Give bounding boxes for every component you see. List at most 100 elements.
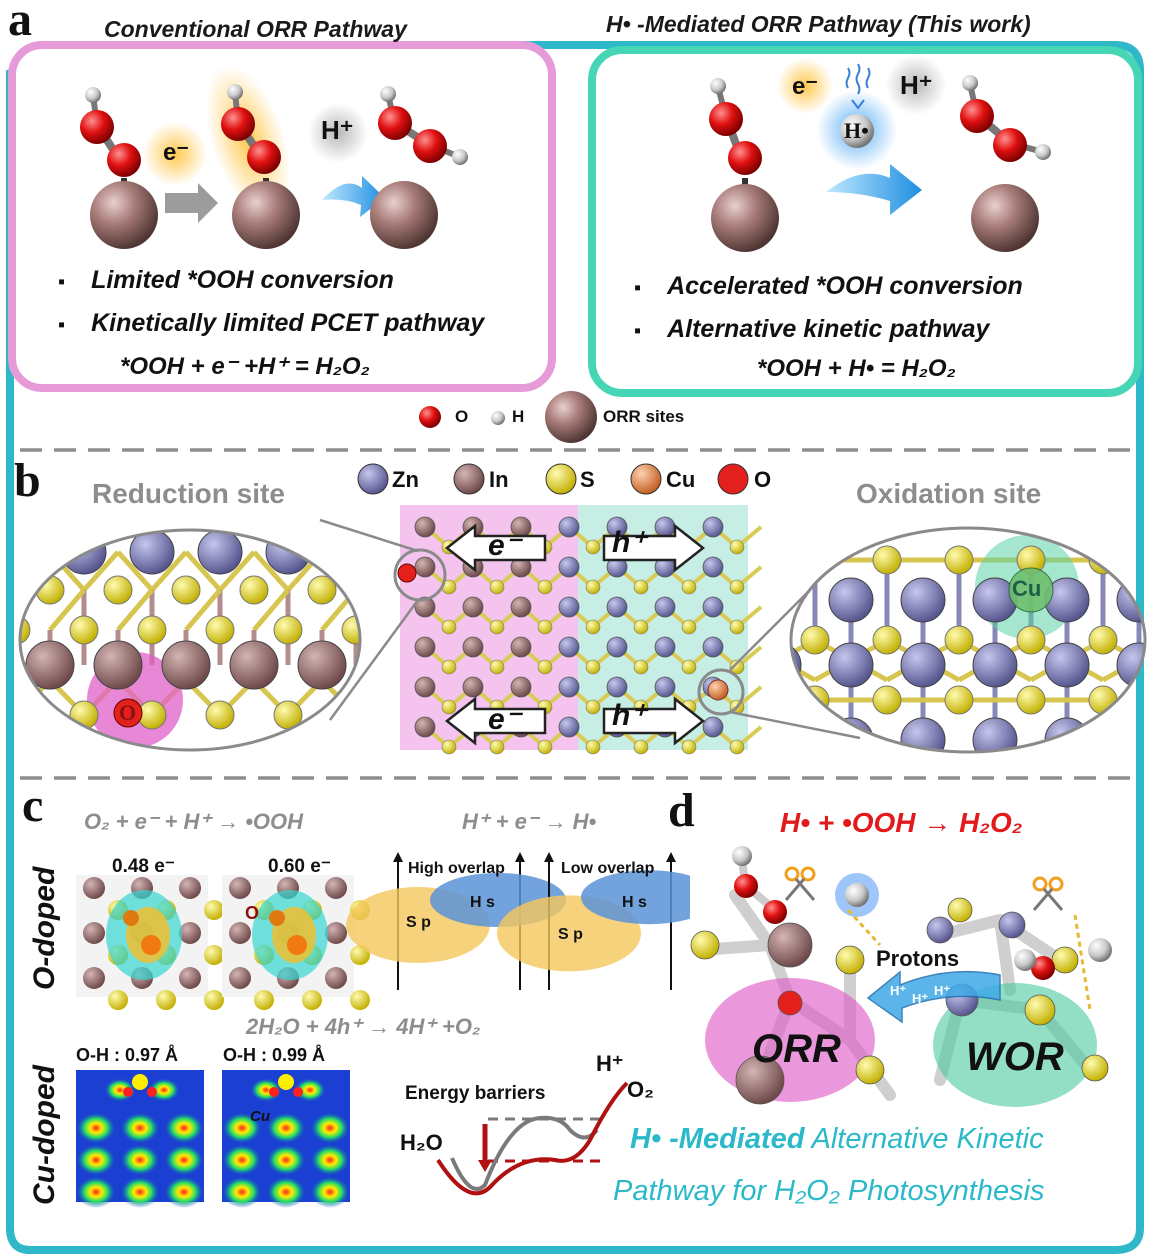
model-atom [1024, 994, 1056, 1026]
sp-label-1: S p [406, 914, 431, 931]
slab-sulfur [729, 739, 745, 755]
cu-dopant-label: Cu [1012, 576, 1042, 601]
scissors-icon [784, 866, 816, 901]
model-atom [998, 911, 1026, 939]
model-atom [835, 945, 865, 975]
slab-sulfur [681, 659, 697, 675]
proton-symbol: H⁺ [890, 983, 906, 998]
s-atom [1088, 685, 1118, 715]
o2-label: O₂ [627, 1077, 654, 1102]
s-atom [171, 575, 201, 605]
slab-atom [558, 596, 580, 618]
s-atom [341, 700, 360, 730]
slab-atom [462, 596, 484, 618]
reduction-site-title: Reduction site [92, 478, 285, 509]
right-equation: *OOH + H• = H₂O₂ [757, 355, 956, 382]
s-atom [872, 625, 902, 655]
cu-tag: Cu [250, 1108, 270, 1125]
legend-zn: Zn [392, 467, 419, 492]
low-overlap-label: Low overlap [561, 860, 655, 877]
panel-label-a: a [8, 0, 32, 46]
img-charge-2 [222, 875, 370, 1010]
slab-atom [606, 676, 628, 698]
electron-label-left: e⁻ [163, 139, 190, 166]
slab-atom [654, 676, 676, 698]
model-atom [855, 1055, 885, 1085]
electron-label-right: e⁻ [792, 73, 819, 100]
in-atom [229, 640, 279, 690]
model-atom [947, 897, 973, 923]
slab-sulfur [585, 539, 601, 555]
s-atom [800, 685, 830, 715]
s-atom [273, 615, 303, 645]
model-atom [1081, 1054, 1109, 1082]
energy-barriers-label: Energy barriers [405, 1083, 546, 1104]
h-atom [1088, 938, 1112, 962]
s-atom [800, 545, 830, 575]
hole-arrow-top-label: h⁺ [612, 526, 647, 559]
oh-length-2: O-H : 0.99 Å [223, 1045, 326, 1065]
panel-label-b: b [14, 454, 41, 507]
slab-atom [414, 716, 436, 738]
slab-atom [510, 596, 532, 618]
panel-label-d: d [668, 784, 695, 837]
slab-sulfur [585, 579, 601, 595]
legend-o: O [754, 467, 772, 492]
zn-atom [900, 717, 946, 752]
img-charge-1 [76, 875, 224, 1010]
slab-sulfur [729, 579, 745, 595]
wor-blob [933, 983, 1097, 1107]
s-atom [1016, 685, 1046, 715]
slab-atom [558, 516, 580, 538]
slab-sulfur [585, 699, 601, 715]
caption-rest: Alternative Kinetic [804, 1123, 1044, 1155]
electron-arrow [444, 696, 547, 746]
s-atom [872, 545, 902, 575]
slab-atom [414, 676, 436, 698]
slab-atom [702, 636, 724, 658]
legend-s: S [580, 467, 595, 492]
zn-atom [1116, 717, 1145, 752]
model-atom [690, 930, 720, 960]
h-atom [1014, 949, 1036, 971]
proton-arrow [866, 970, 1001, 1024]
slab-sulfur [537, 619, 553, 635]
slab-sulfur [537, 739, 553, 755]
zn-atom [265, 530, 311, 575]
zn-atom [129, 530, 175, 575]
legend-o-label: O [455, 407, 469, 426]
s-atom [307, 575, 337, 605]
slab-sulfur [537, 659, 553, 675]
zn-atom [828, 577, 874, 623]
h-radical [845, 883, 869, 907]
zn-atom [972, 642, 1018, 688]
slab-atom [414, 516, 436, 538]
slab-sulfur [489, 659, 505, 675]
slab-sulfur [681, 619, 697, 635]
o-atom [113, 698, 143, 728]
model-atom [1051, 946, 1079, 974]
h-radical-label: H• [844, 118, 869, 143]
s-atom [103, 575, 133, 605]
slab-atom [414, 596, 436, 618]
slab-atom [414, 636, 436, 658]
o-atom [1031, 956, 1055, 980]
scissors-icon [1032, 876, 1064, 911]
conventional-pathway-title: Conventional ORR Pathway [104, 16, 407, 42]
oxidation-site-title: Oxidation site [856, 478, 1042, 509]
in-atom [0, 641, 6, 689]
zn-atom [791, 642, 802, 688]
caption-line-1: H• -Mediated Alternative Kinetic [630, 1123, 1044, 1156]
slab-sulfur [585, 619, 601, 635]
slab-atom [606, 636, 628, 658]
slab-sulfur [585, 659, 601, 675]
s-atom [944, 625, 974, 655]
right-bullet-1: Accelerated *OOH conversion [634, 272, 1023, 301]
slab-atom [510, 676, 532, 698]
mediated-pathway-title: H• -Mediated ORR Pathway (This work) [606, 11, 1031, 37]
panel-label-c: c [22, 779, 44, 832]
o-atom [763, 900, 787, 924]
o-doped-label: O-doped [28, 866, 61, 990]
slab-sulfur [633, 659, 649, 675]
